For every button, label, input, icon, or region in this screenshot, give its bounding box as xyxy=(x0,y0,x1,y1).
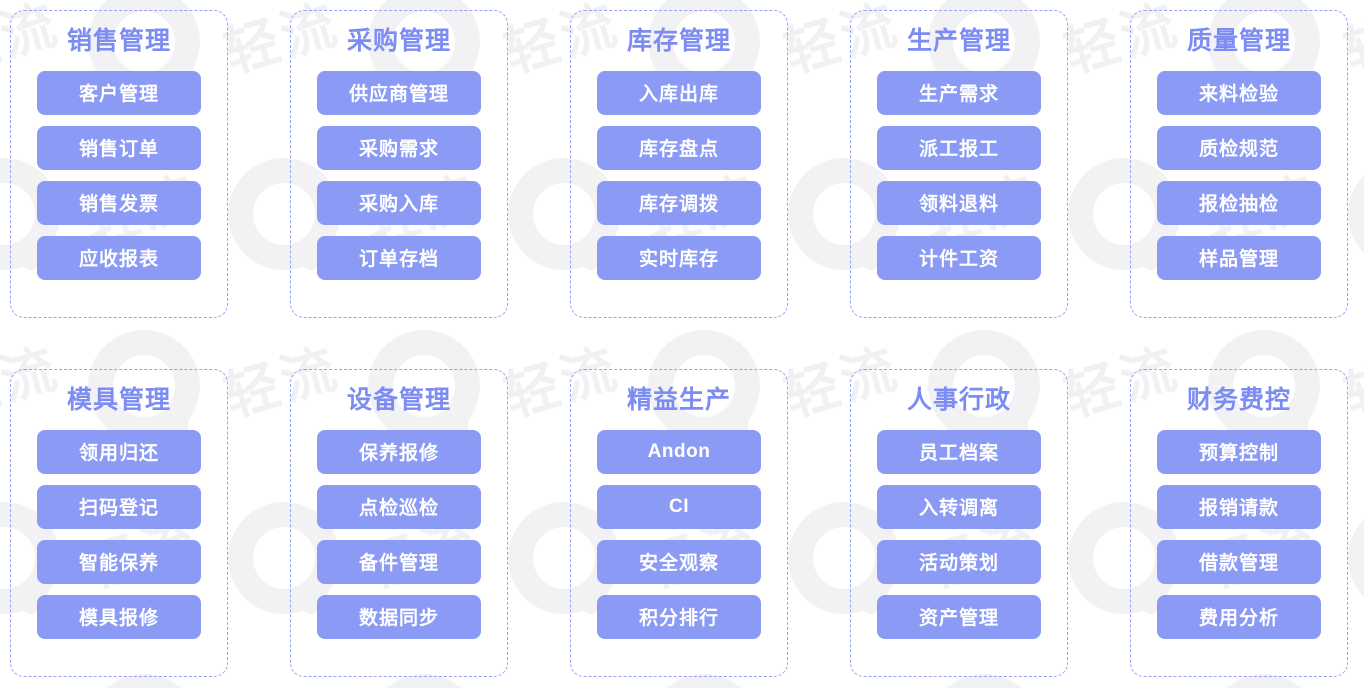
module-item-list: 供应商管理采购需求采购入库订单存档 xyxy=(291,70,507,280)
module-item-button[interactable]: 采购入库 xyxy=(317,180,481,225)
module-item-list: 预算控制报销请款借款管理费用分析 xyxy=(1131,429,1347,639)
module-item-button[interactable]: 智能保养 xyxy=(37,539,201,584)
module-item-button[interactable]: 费用分析 xyxy=(1157,594,1321,639)
module-item-button[interactable]: 采购需求 xyxy=(317,125,481,170)
module-card: 采购管理供应商管理采购需求采购入库订单存档 xyxy=(290,10,508,318)
module-item-button[interactable]: 保养报修 xyxy=(317,429,481,474)
module-item-button[interactable]: 库存调拨 xyxy=(597,180,761,225)
module-card-title: 库存管理 xyxy=(626,27,731,55)
module-item-button[interactable]: 质检规范 xyxy=(1157,125,1321,170)
module-card-title: 设备管理 xyxy=(346,386,451,414)
module-card: 销售管理客户管理销售订单销售发票应收报表 xyxy=(10,10,228,318)
module-item-button[interactable]: 入转调离 xyxy=(877,484,1041,529)
module-item-button[interactable]: 订单存档 xyxy=(317,235,481,280)
module-item-button[interactable]: 领用归还 xyxy=(37,429,201,474)
module-card: 质量管理来料检验质检规范报检抽检样品管理 xyxy=(1130,10,1348,318)
module-item-button[interactable]: 生产需求 xyxy=(877,70,1041,115)
module-item-button[interactable]: 应收报表 xyxy=(37,235,201,280)
module-item-button[interactable]: 领料退料 xyxy=(877,180,1041,225)
module-item-button[interactable]: 库存盘点 xyxy=(597,125,761,170)
module-card: 生产管理生产需求派工报工领料退料计件工资 xyxy=(850,10,1068,318)
module-item-button[interactable]: 预算控制 xyxy=(1157,429,1321,474)
module-item-button[interactable]: 数据同步 xyxy=(317,594,481,639)
module-item-list: 员工档案入转调离活动策划资产管理 xyxy=(851,429,1067,639)
module-item-button[interactable]: 派工报工 xyxy=(877,125,1041,170)
module-item-list: 来料检验质检规范报检抽检样品管理 xyxy=(1131,70,1347,280)
module-card-title: 生产管理 xyxy=(906,27,1011,55)
module-item-list: 保养报修点检巡检备件管理数据同步 xyxy=(291,429,507,639)
module-item-button[interactable]: 来料检验 xyxy=(1157,70,1321,115)
module-card-title: 财务费控 xyxy=(1186,386,1291,414)
module-card-title: 精益生产 xyxy=(626,386,731,414)
module-card: 模具管理领用归还扫码登记智能保养模具报修 xyxy=(10,369,228,677)
module-card-title: 采购管理 xyxy=(346,27,451,55)
module-item-button[interactable]: 销售发票 xyxy=(37,180,201,225)
module-item-list: 领用归还扫码登记智能保养模具报修 xyxy=(11,429,227,639)
module-item-button[interactable]: 点检巡检 xyxy=(317,484,481,529)
module-item-button[interactable]: 样品管理 xyxy=(1157,235,1321,280)
module-item-button[interactable]: 活动策划 xyxy=(877,539,1041,584)
module-item-button[interactable]: 报销请款 xyxy=(1157,484,1321,529)
module-item-button[interactable]: 借款管理 xyxy=(1157,539,1321,584)
module-item-button[interactable]: 备件管理 xyxy=(317,539,481,584)
module-item-button[interactable]: 员工档案 xyxy=(877,429,1041,474)
module-item-list: 入库出库库存盘点库存调拨实时库存 xyxy=(571,70,787,280)
module-item-button[interactable]: 扫码登记 xyxy=(37,484,201,529)
module-card-title: 模具管理 xyxy=(66,386,171,414)
module-card: 财务费控预算控制报销请款借款管理费用分析 xyxy=(1130,369,1348,677)
module-item-button[interactable]: 供应商管理 xyxy=(317,70,481,115)
module-item-button[interactable]: CI xyxy=(597,484,761,529)
module-card: 库存管理入库出库库存盘点库存调拨实时库存 xyxy=(570,10,788,318)
module-item-button[interactable]: 客户管理 xyxy=(37,70,201,115)
module-item-button[interactable]: 安全观察 xyxy=(597,539,761,584)
module-item-button[interactable]: 入库出库 xyxy=(597,70,761,115)
module-item-button[interactable]: 实时库存 xyxy=(597,235,761,280)
module-card: 设备管理保养报修点检巡检备件管理数据同步 xyxy=(290,369,508,677)
module-item-list: 客户管理销售订单销售发票应收报表 xyxy=(11,70,227,280)
module-item-button[interactable]: 资产管理 xyxy=(877,594,1041,639)
module-item-button[interactable]: 模具报修 xyxy=(37,594,201,639)
module-item-button[interactable]: 报检抽检 xyxy=(1157,180,1321,225)
module-card-title: 质量管理 xyxy=(1186,27,1291,55)
module-item-button[interactable]: 积分排行 xyxy=(597,594,761,639)
module-item-button[interactable]: 计件工资 xyxy=(877,235,1041,280)
module-card-title: 人事行政 xyxy=(906,386,1011,414)
module-item-button[interactable]: 销售订单 xyxy=(37,125,201,170)
module-card-title: 销售管理 xyxy=(66,27,171,55)
module-item-list: 生产需求派工报工领料退料计件工资 xyxy=(851,70,1067,280)
module-card: 人事行政员工档案入转调离活动策划资产管理 xyxy=(850,369,1068,677)
module-item-button[interactable]: Andon xyxy=(597,429,761,474)
